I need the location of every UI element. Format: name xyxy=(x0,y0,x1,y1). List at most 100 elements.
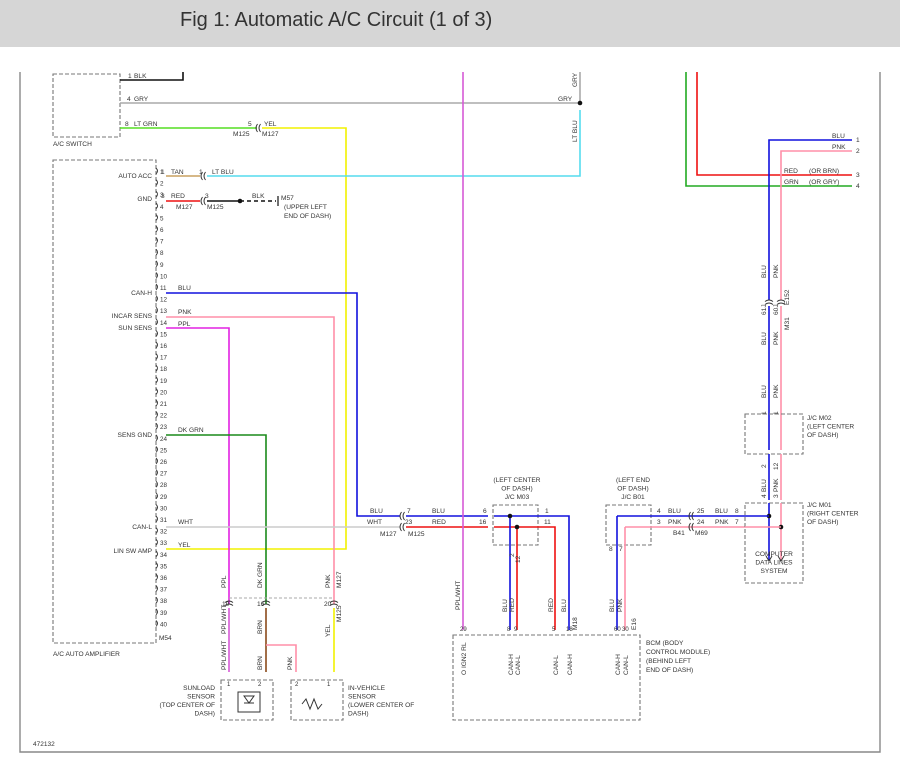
pin-glyph xyxy=(155,620,158,627)
label: M125 xyxy=(408,531,425,538)
label: BLU xyxy=(715,508,728,515)
label: 1 xyxy=(128,73,132,80)
label: DK GRN xyxy=(257,562,264,588)
label: PNK xyxy=(617,598,624,612)
sunload-label: DASH) xyxy=(194,711,215,718)
bcm-pin-label: CAN-H xyxy=(615,654,622,675)
label: TAN xyxy=(171,169,184,176)
pin-number: 34 xyxy=(160,552,168,559)
wire-blu-canh xyxy=(166,292,400,517)
label: YEL xyxy=(264,121,277,128)
pin-number: 21 xyxy=(160,401,168,408)
wire-yel-linsw xyxy=(166,127,347,550)
label: GRY xyxy=(572,72,579,87)
pin-glyph xyxy=(155,515,158,523)
label: 25 xyxy=(697,508,705,515)
connector-mark xyxy=(203,171,206,181)
bcm-pin-label: CAN-H xyxy=(567,654,574,675)
connector-mark xyxy=(764,299,774,302)
label: 4 xyxy=(761,494,768,498)
label: 2 xyxy=(856,148,860,155)
gry-splice xyxy=(577,100,583,106)
label: PPL/WHT xyxy=(221,605,228,634)
label: 3 xyxy=(773,494,780,498)
label: BLU xyxy=(502,599,509,612)
wire-blu-top xyxy=(768,139,852,300)
label: 6 xyxy=(483,508,487,515)
label: PNK xyxy=(832,144,846,151)
jc-b01-label: J/C B01 xyxy=(621,494,645,501)
pin-number: 25 xyxy=(160,447,168,454)
pin-number: 10 xyxy=(160,273,168,280)
pin-number: 12 xyxy=(160,297,168,304)
thermistor-icon xyxy=(301,697,323,711)
pin-glyph xyxy=(155,492,158,500)
connector-mark xyxy=(402,511,405,521)
label: YEL xyxy=(325,624,332,637)
label: PPL xyxy=(221,575,228,588)
bcm-pin-number: 29 xyxy=(460,627,467,633)
pin-number: 37 xyxy=(160,587,168,594)
connector-mark xyxy=(402,522,405,532)
jc-m02-label: J/C M02 xyxy=(807,415,832,422)
jc-m03-box xyxy=(492,504,539,546)
label: 3 xyxy=(205,193,209,200)
amp-pin-label: GND xyxy=(137,196,152,203)
label: BLU xyxy=(761,385,768,398)
label: RED xyxy=(432,519,446,526)
label: PNK xyxy=(773,331,780,345)
label: PNK xyxy=(773,478,780,492)
label: BLU xyxy=(561,599,568,612)
label: 7 xyxy=(407,508,411,515)
pin-number: 23 xyxy=(160,424,168,431)
wire-grn-right xyxy=(685,72,852,187)
pin-number: 27 xyxy=(160,471,168,478)
label: PNK xyxy=(287,656,294,670)
wire-dkgrn-sensgnd xyxy=(166,434,267,604)
label: PNK xyxy=(715,519,729,526)
label: LT BLU xyxy=(212,169,234,176)
bcm-pin-number: 30 xyxy=(622,627,629,633)
pin-number: 18 xyxy=(160,366,168,373)
pin-glyph xyxy=(155,469,158,476)
bcm-box xyxy=(452,634,641,721)
label: WHT xyxy=(367,519,382,526)
connector-mark xyxy=(203,196,206,206)
label: BLU xyxy=(609,599,616,612)
jc-m01-box xyxy=(744,502,804,584)
label: 1 xyxy=(199,169,203,176)
label: E152 xyxy=(784,289,791,305)
label: PPL xyxy=(178,321,191,328)
label: 2 xyxy=(258,682,262,688)
pin-glyph xyxy=(155,446,158,453)
wire-pnk-insensor-gnd xyxy=(266,644,297,672)
pin-number: 17 xyxy=(160,355,168,362)
pin-number: 28 xyxy=(160,482,168,489)
pin-glyph xyxy=(155,237,158,244)
label: M125 xyxy=(233,131,250,138)
invehicle-label: SENSOR xyxy=(348,694,376,701)
connector-mark xyxy=(258,123,261,133)
pin-number: 26 xyxy=(160,459,168,466)
connector-mark xyxy=(691,522,694,532)
label: (OR BRN) xyxy=(809,168,839,175)
pin-glyph xyxy=(155,457,158,465)
pin-number: 31 xyxy=(160,517,168,524)
label: 1 xyxy=(227,682,231,688)
connector-mark xyxy=(764,302,774,305)
label: BLU xyxy=(432,508,445,515)
jc-b01-label: OF DASH) xyxy=(617,486,649,493)
label: GRY xyxy=(558,96,573,103)
pin-glyph xyxy=(155,318,158,326)
label: BRN xyxy=(257,656,264,670)
label: YEL xyxy=(178,542,191,549)
jc-m01-label: (RIGHT CENTER xyxy=(807,511,859,518)
connector-mark xyxy=(776,299,786,302)
label: 1 xyxy=(761,411,768,415)
pin-glyph xyxy=(155,364,158,372)
wire-blu-m03-out xyxy=(494,515,570,630)
pin-number: 15 xyxy=(160,331,168,338)
label: PPL/WHT xyxy=(455,581,462,610)
label: PNK xyxy=(773,264,780,278)
